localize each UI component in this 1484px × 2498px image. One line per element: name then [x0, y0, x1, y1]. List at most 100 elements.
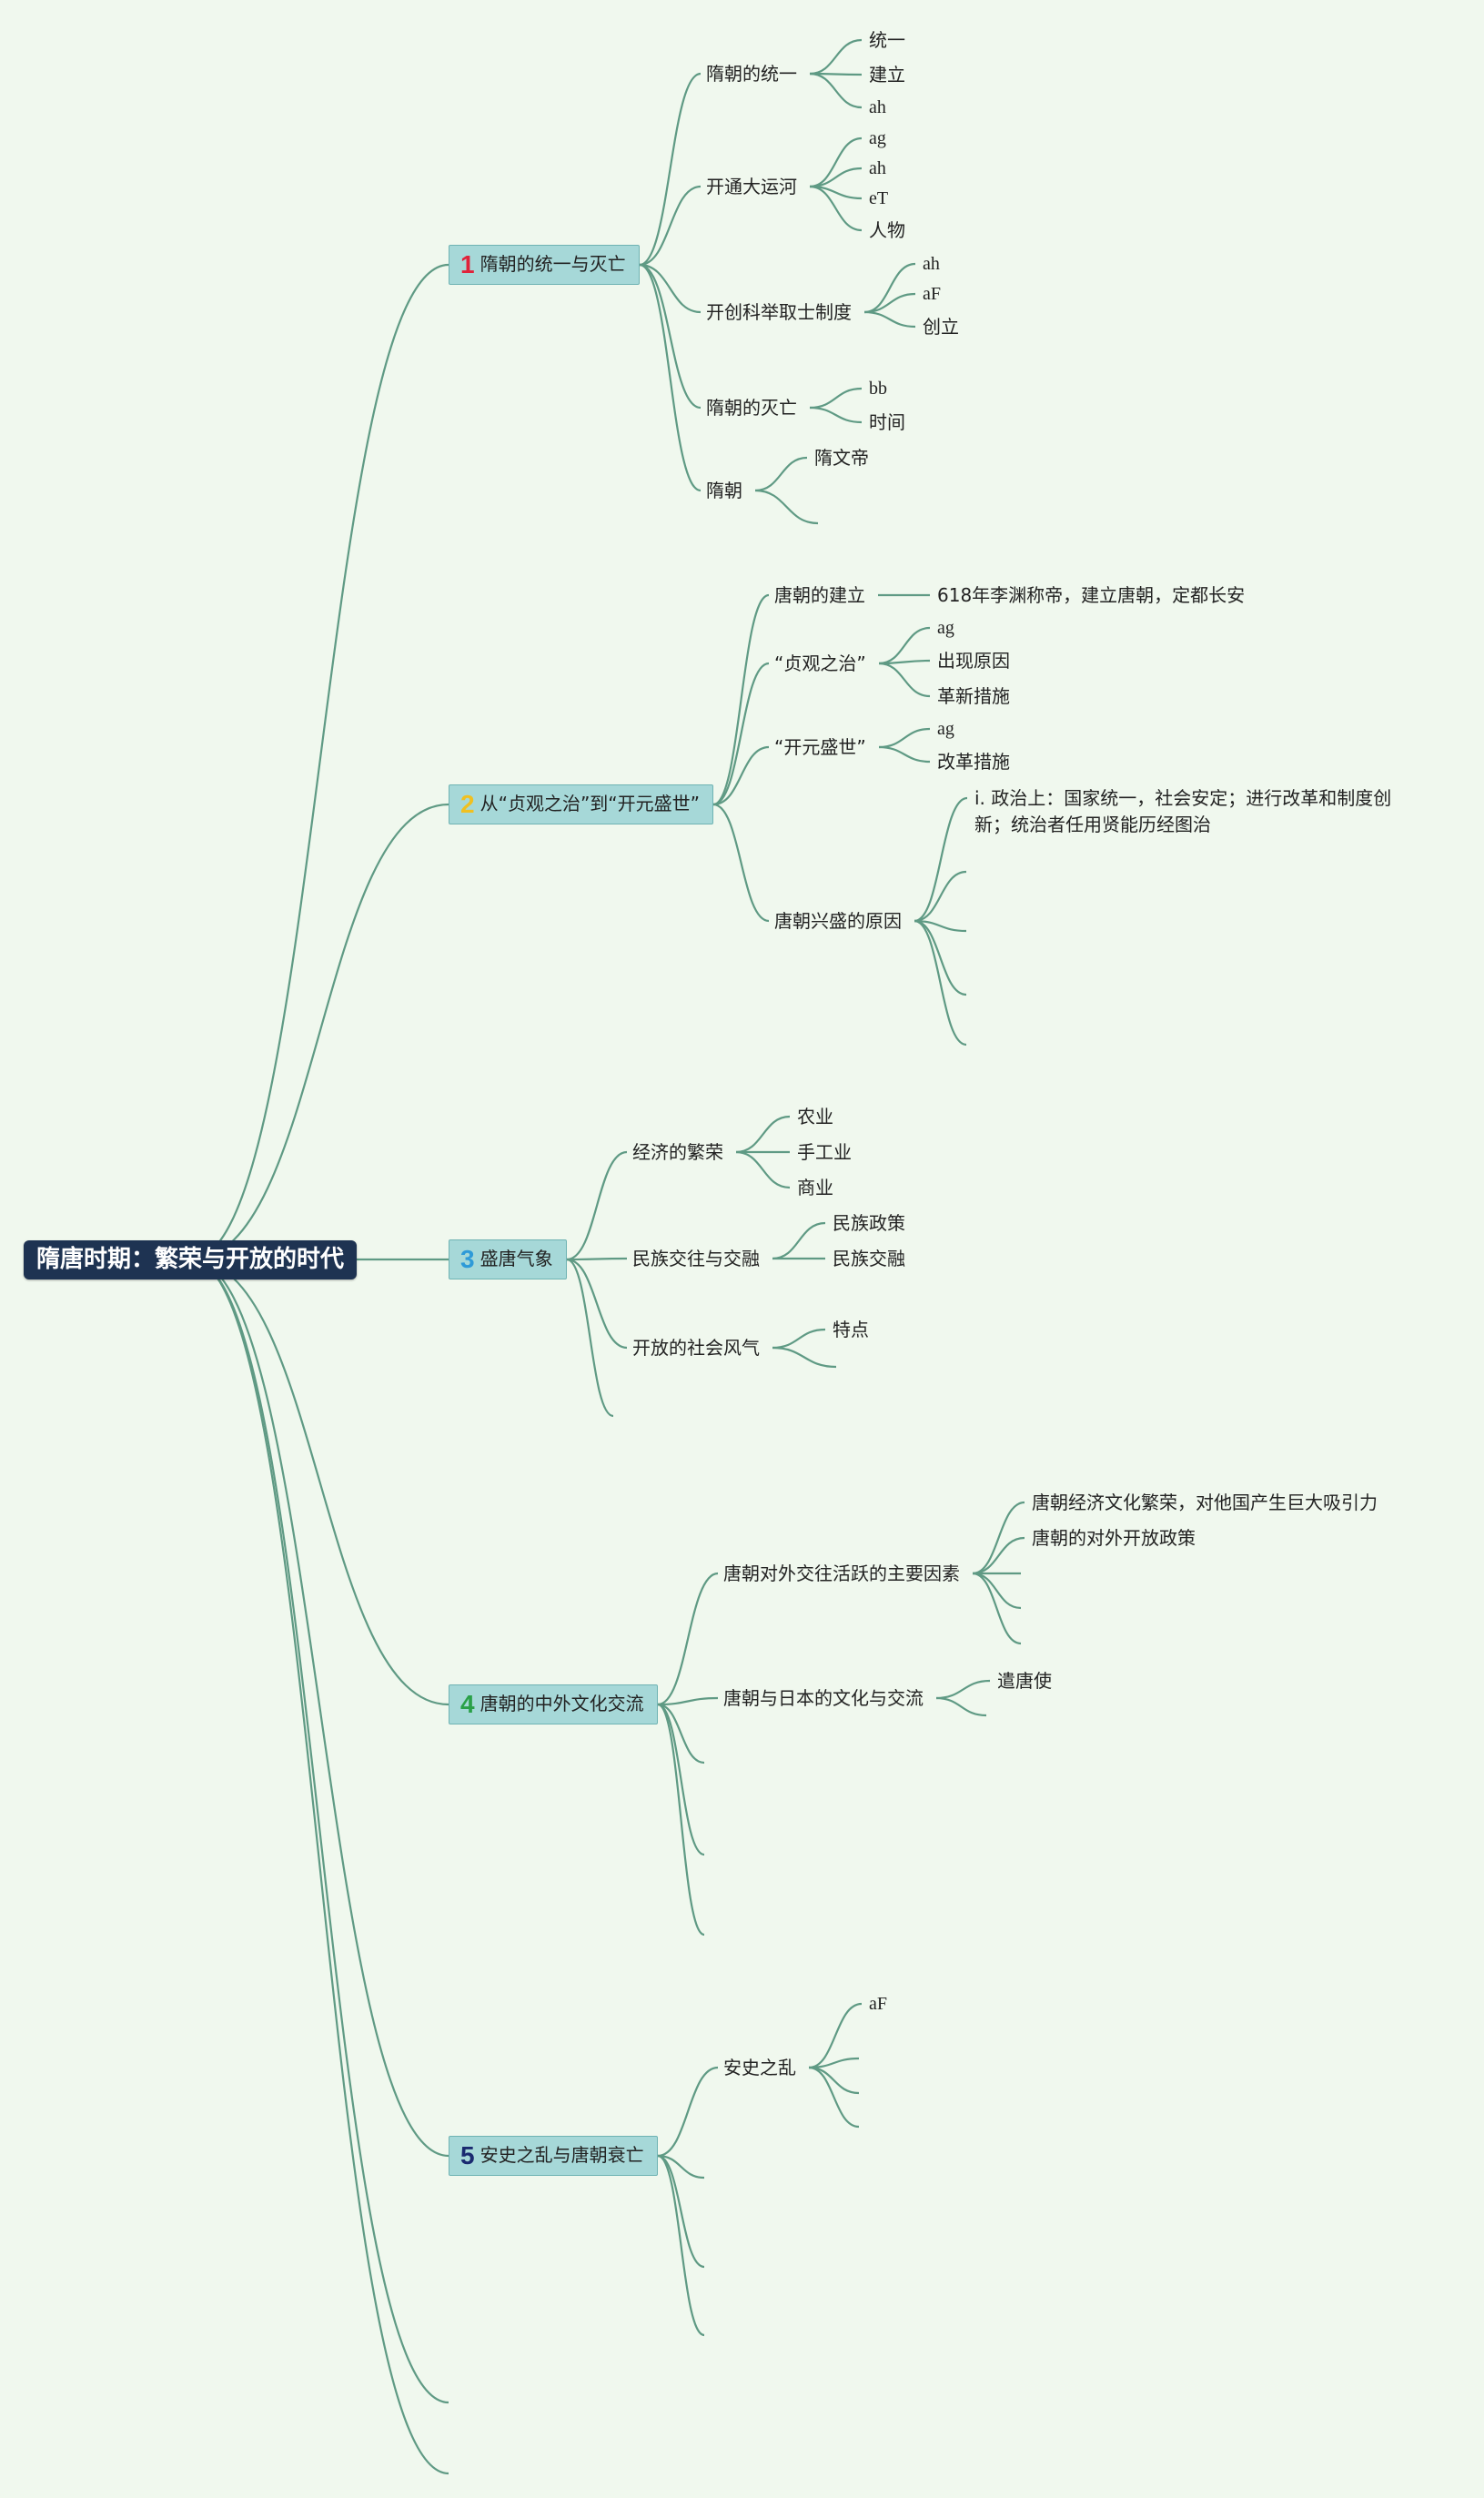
- subtopic-4-2[interactable]: 唐朝与日本的文化与交流: [723, 1687, 924, 1709]
- leaf-1-1-3[interactable]: ah: [869, 97, 886, 117]
- subtopic-1-5[interactable]: 隋朝: [706, 480, 742, 501]
- leaf-2-4-1[interactable]: i. 政治上：国家统一，社会安定；进行改革和制度创新；统治者任用贤能历经图治: [974, 787, 1392, 835]
- sub-to-empty-leaf-2-4-5: [914, 919, 967, 1047]
- subtopic-1-2[interactable]: 开通大运河: [706, 176, 797, 197]
- root-topic-label: 隋唐时期：繁荣与开放的时代: [36, 1245, 345, 1273]
- topic-2-to-sub-2: [712, 662, 770, 806]
- leaf-2-3-1[interactable]: ag: [937, 719, 954, 739]
- leaf-1-4-1[interactable]: bb: [869, 379, 887, 399]
- sub-to-leaf-1-2-1: [809, 137, 863, 188]
- topic-2-to-sub-3: [712, 745, 770, 806]
- leaf-2-3-2[interactable]: 改革措施: [937, 751, 1010, 773]
- leaf-2-2-3[interactable]: 革新措施: [937, 685, 1010, 707]
- root-to-empty-branch-1: [190, 1258, 449, 2404]
- leaf-3-3-1[interactable]: 特点: [833, 1319, 869, 1340]
- leaf-1-1-1[interactable]: 统一: [869, 29, 905, 51]
- leaf-1-2-2[interactable]: ah: [869, 158, 886, 178]
- sub-to-leaf-1-3-3: [863, 310, 916, 329]
- leaf-1-3-3[interactable]: 创立: [923, 316, 959, 338]
- leaf-4-2-1[interactable]: 遣唐使: [997, 1670, 1052, 1692]
- subtopic-5-1[interactable]: 安史之乱: [723, 2057, 796, 2078]
- topic-number: 2: [460, 790, 475, 818]
- sub-to-leaf-4-2-1: [935, 1679, 991, 1700]
- subtopic-3-2[interactable]: 民族交往与交融: [632, 1248, 760, 1269]
- leaf-2-2-2[interactable]: 出现原因: [937, 650, 1010, 672]
- leaf-1-3-1[interactable]: ah: [923, 254, 940, 274]
- topic-label: 从“贞观之治”到“开元盛世”: [480, 793, 701, 814]
- leaf-1-1-2[interactable]: 建立: [869, 64, 905, 86]
- sub-to-leaf-4-1-2: [972, 1536, 1025, 1575]
- leaf-1-3-2[interactable]: aF: [923, 284, 941, 304]
- topic-5-to-sub-4: [657, 2154, 705, 2337]
- subtopic-4-1[interactable]: 唐朝对外交往活跃的主要因素: [723, 1563, 960, 1584]
- sub-to-leaf-1-4-1: [809, 387, 863, 410]
- sub-to-empty-leaf-3-3-2: [772, 1346, 837, 1369]
- sub-to-leaf-2-3-2: [878, 745, 931, 764]
- sub-to-empty-leaf-5-1-4: [808, 2066, 860, 2129]
- topic-label: 唐朝的中外文化交流: [480, 1693, 644, 1714]
- sub-to-empty-leaf-4-1-4: [972, 1572, 1022, 1610]
- subtopic-2-4[interactable]: 唐朝兴盛的原因: [774, 910, 902, 932]
- topic-label: 盛唐气象: [480, 1248, 553, 1269]
- subtopic-2-2[interactable]: “贞观之治”: [774, 652, 866, 674]
- sub-to-leaf-3-1-1: [735, 1115, 791, 1154]
- leaf-3-2-1[interactable]: 民族政策: [833, 1212, 905, 1234]
- topic-number: 1: [460, 250, 475, 278]
- topic-number: 4: [460, 1690, 475, 1718]
- leaf-3-1-3[interactable]: 商业: [797, 1177, 833, 1198]
- sub-to-leaf-1-3-1: [863, 262, 916, 314]
- subtopic-2-1[interactable]: 唐朝的建立: [774, 584, 865, 606]
- subtopic-3-1[interactable]: 经济的繁荣: [632, 1141, 723, 1163]
- subtopic-3-3[interactable]: 开放的社会风气: [632, 1337, 760, 1359]
- topic-3-to-sub-1: [566, 1150, 628, 1261]
- subtopic-1-4[interactable]: 隋朝的灭亡: [706, 397, 797, 419]
- sub-to-empty-leaf-2-4-3: [914, 919, 967, 933]
- topic-1-to-sub-4: [639, 263, 702, 410]
- leaf-3-1-1[interactable]: 农业: [797, 1106, 833, 1128]
- topic-1-to-sub-2: [639, 185, 702, 267]
- sub-to-empty-leaf-1-5-2: [754, 489, 819, 525]
- sub-to-leaf-2-3-1: [878, 727, 931, 749]
- leaf-4-1-2[interactable]: 唐朝的对外开放政策: [1032, 1527, 1196, 1549]
- topic-label: 隋朝的统一与灭亡: [480, 253, 626, 275]
- topic-5-to-sub-2: [657, 2154, 705, 2179]
- sub-to-empty-leaf-2-4-2: [914, 870, 967, 923]
- leaf-1-2-1[interactable]: ag: [869, 128, 886, 148]
- sub-to-leaf-4-1-1: [972, 1501, 1025, 1575]
- subtopic-1-1[interactable]: 隋朝的统一: [706, 63, 797, 85]
- topic-number: 5: [460, 2141, 475, 2169]
- root-to-empty-branch-2: [190, 1258, 449, 2475]
- sub-to-empty-leaf-5-1-3: [808, 2066, 860, 2095]
- sub-to-empty-leaf-5-1-2: [808, 2057, 860, 2069]
- leaf-1-5-1[interactable]: 隋文帝: [814, 447, 869, 469]
- leaf-3-2-2[interactable]: 民族交融: [833, 1248, 905, 1269]
- leaf-1-2-3[interactable]: eT: [869, 188, 889, 208]
- root-topic[interactable]: 隋唐时期：繁荣与开放的时代: [24, 1239, 358, 1279]
- leaf-4-1-1[interactable]: 唐朝经济文化繁荣，对他国产生巨大吸引力: [1032, 1492, 1378, 1513]
- topic-3-to-sub-4: [566, 1258, 614, 1418]
- topic-number: 3: [460, 1245, 475, 1273]
- sub-to-leaf-2-2-1: [878, 626, 931, 665]
- leaf-2-1-1[interactable]: 618年李渊称帝，建立唐朝，定都长安: [937, 584, 1246, 606]
- leaf-3-1-2[interactable]: 手工业: [797, 1141, 852, 1163]
- topic-1-to-sub-1: [639, 72, 702, 267]
- leaf-5-1-1[interactable]: aF: [869, 1994, 887, 2014]
- subtopic-1-3[interactable]: 开创科举取士制度: [706, 301, 852, 323]
- leaf-1-4-2[interactable]: 时间: [869, 411, 905, 433]
- topic-4-to-sub-4: [657, 1703, 705, 1856]
- topic-4-to-sub-3: [657, 1703, 705, 1765]
- topic-3-to-sub-3: [566, 1258, 628, 1350]
- leaf-1-2-4[interactable]: 人物: [869, 219, 905, 241]
- sub-to-leaf-3-2-1: [772, 1221, 826, 1260]
- subtopic-2-3[interactable]: “开元盛世”: [774, 736, 866, 758]
- sub-to-leaf-2-2-3: [878, 662, 931, 698]
- topic-1-to-sub-5: [639, 263, 702, 492]
- leaf-2-2-1[interactable]: ag: [937, 618, 954, 638]
